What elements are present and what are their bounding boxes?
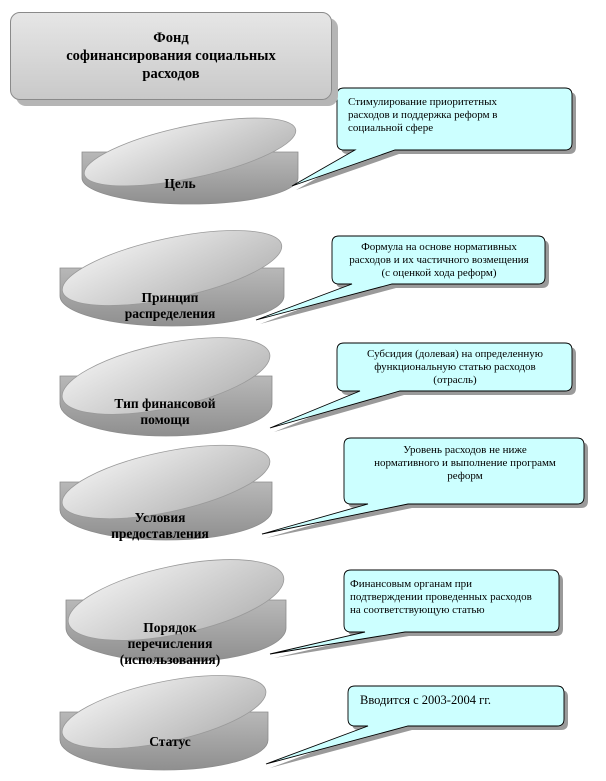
disc-shape-aid-type [59, 337, 273, 437]
callout-bubble-transfer-order [269, 569, 563, 658]
callout-distribution-principle: Формула на основе нормативных расходов и… [349, 241, 529, 279]
callout-transfer-order: Финансовым органам при подтверждении про… [350, 578, 532, 616]
row-label-aid-type: Тип финансовой помощи [114, 396, 216, 427]
callout-bubble-conditions [261, 437, 588, 538]
fund-title-box: Фонд софинансирования социальных расходо… [10, 12, 332, 100]
disc-shape-transfer-order [65, 559, 287, 663]
disc-shape-conditions [59, 444, 273, 541]
callout-conditions: Уровень расходов не ниже нормативного и … [374, 444, 556, 482]
disc-shape-status [59, 675, 269, 771]
row-label-goal: Цель [164, 176, 196, 191]
row-label-transfer-order: Порядок перечисления (использования) [119, 620, 221, 667]
callout-bubble-aid-type [269, 342, 576, 432]
callout-bubble-goal [291, 87, 576, 190]
disc-shape-goal [81, 117, 299, 205]
row-label-status: Статус [149, 734, 191, 749]
callout-bubble-status [265, 685, 568, 768]
callout-status: Вводится с 2003-2004 гг. [360, 693, 492, 707]
callout-bubble-distribution-principle [255, 235, 549, 324]
row-label-conditions: Условия предоставления [111, 510, 209, 541]
disc-shape-distribution-principle [59, 230, 285, 327]
callout-goal: Стимулирование приоритетных расходов и п… [348, 96, 498, 134]
row-label-distribution-principle: Принцип распределения [124, 290, 216, 321]
callout-aid-type: Субсидия (долевая) на определенную функц… [367, 348, 543, 386]
